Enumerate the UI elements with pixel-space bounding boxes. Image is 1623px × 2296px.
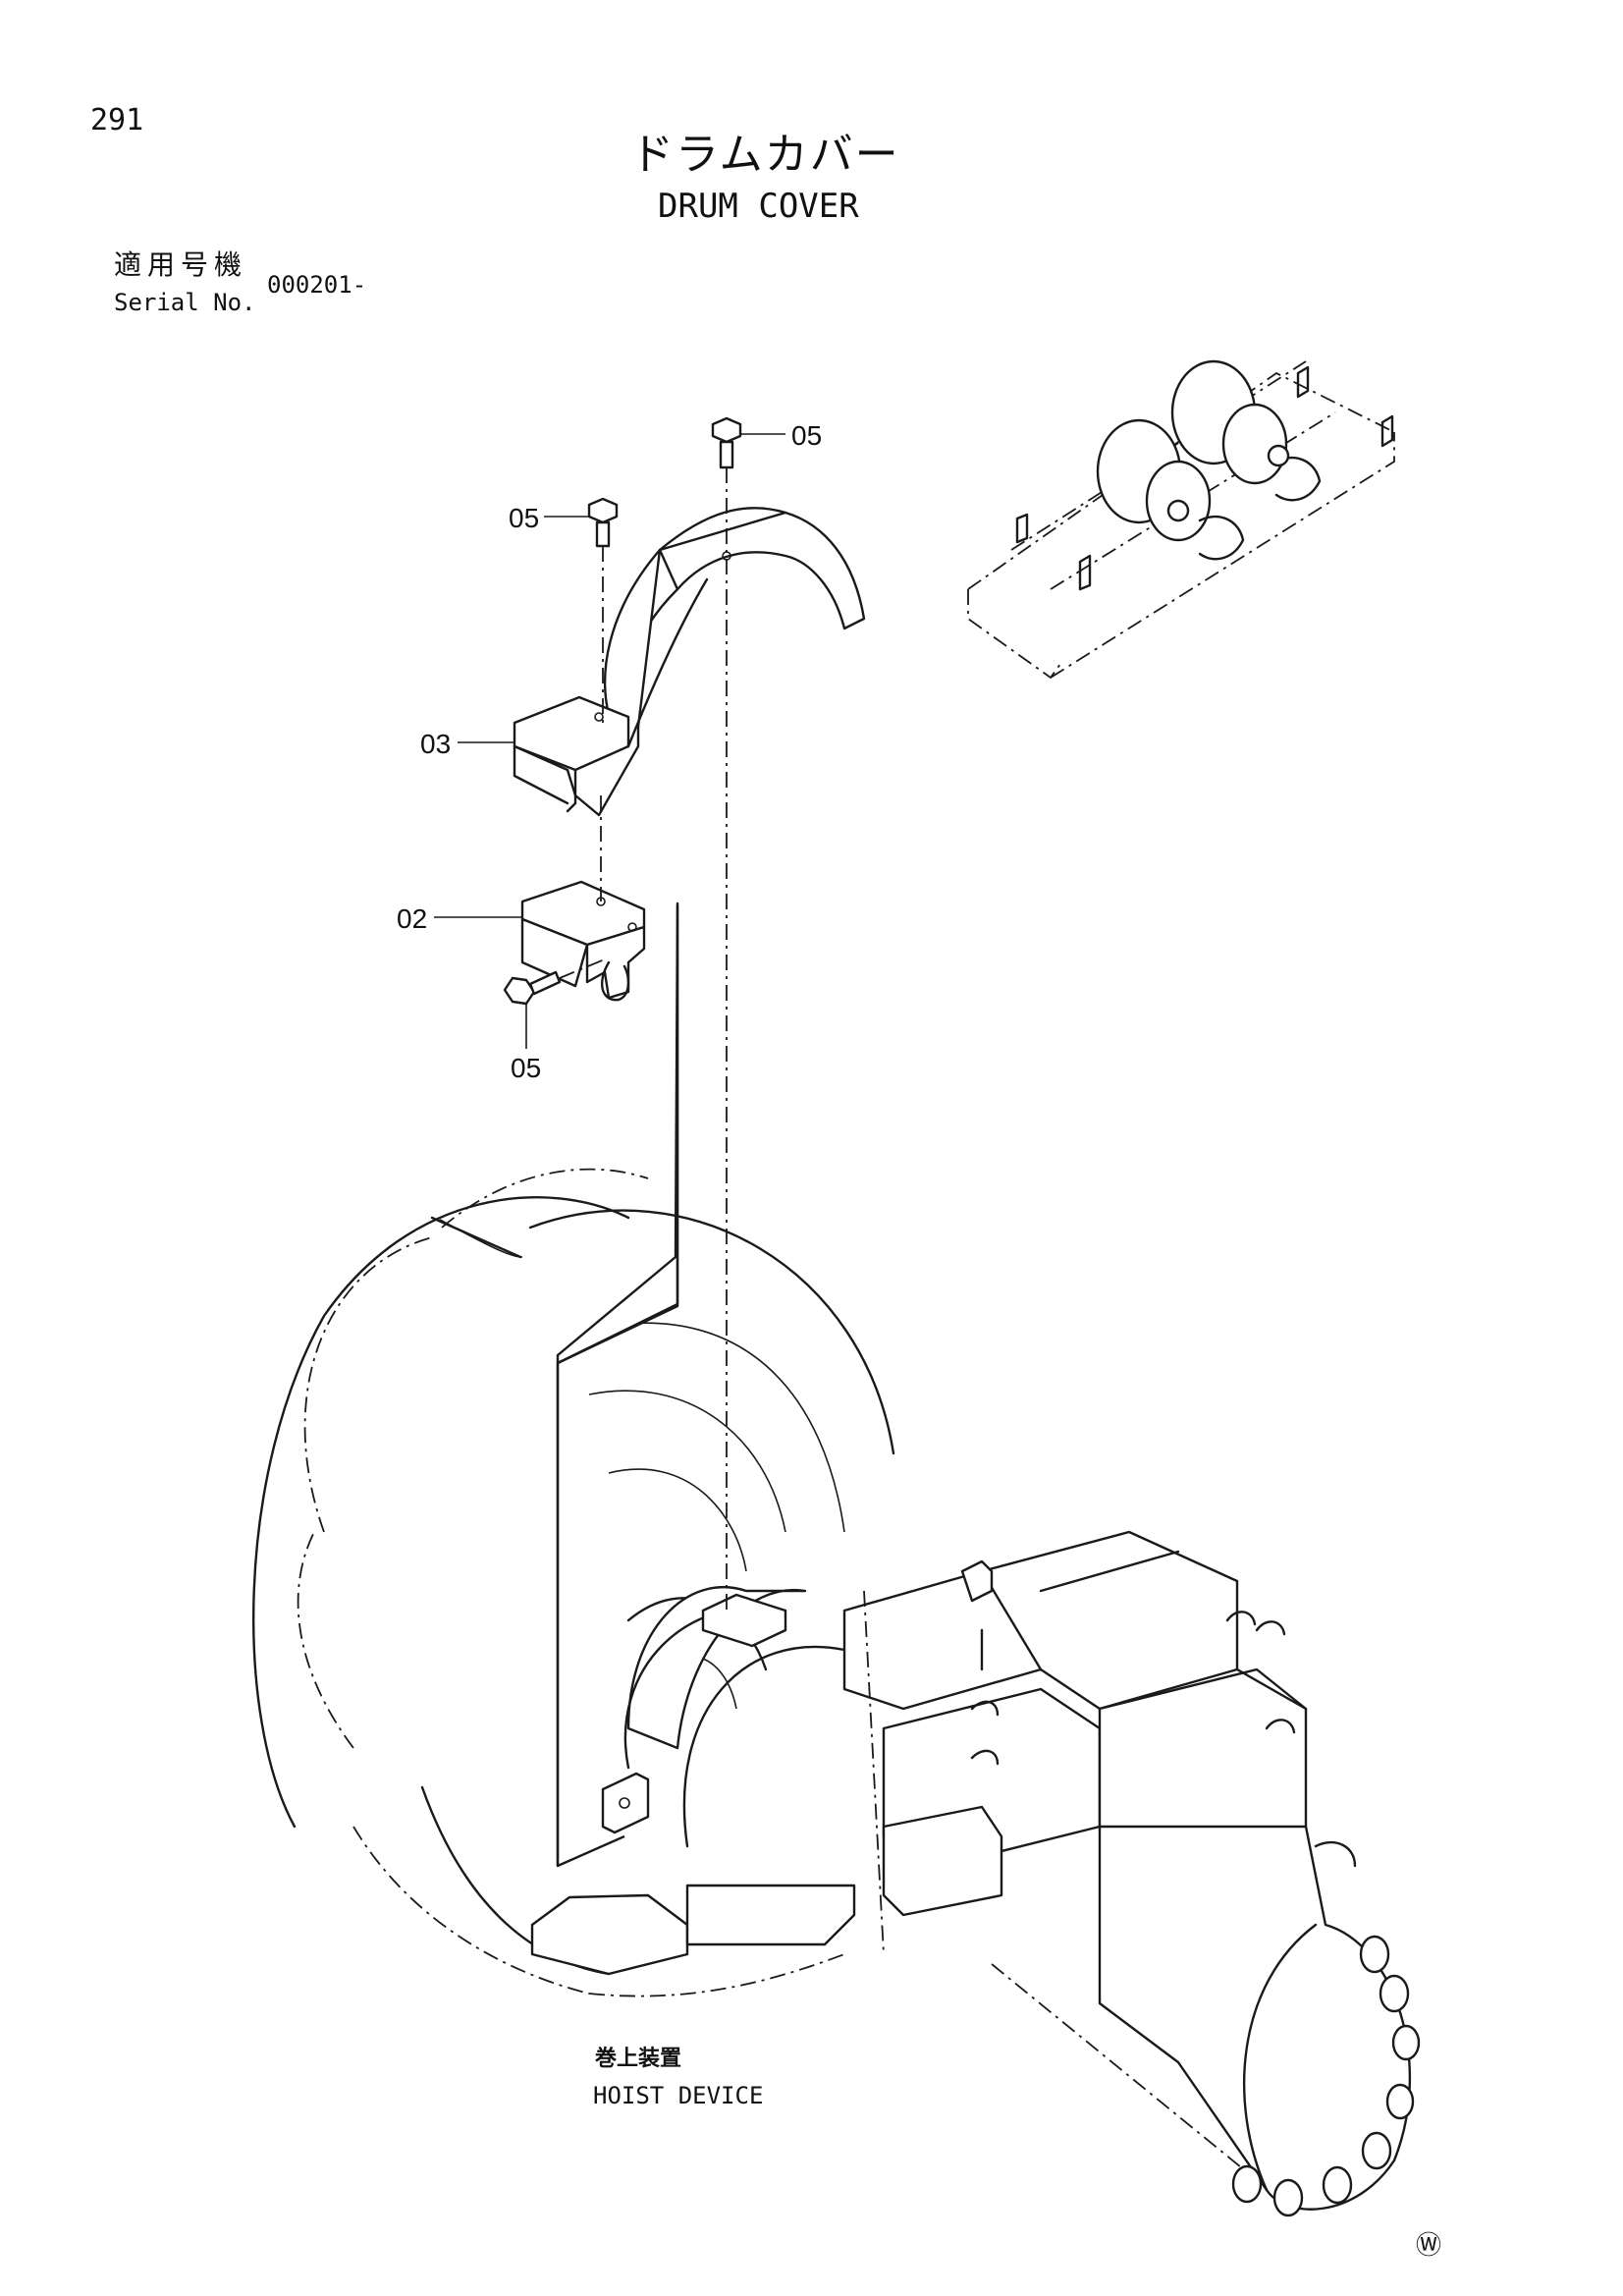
bolt-part-05-bottom xyxy=(503,970,562,1006)
callout-03: 03 xyxy=(420,729,452,759)
location-inset-drums xyxy=(1096,359,1322,561)
page-number: 291 xyxy=(90,103,144,137)
hoist-device-label-english: HOIST DEVICE xyxy=(593,2082,764,2109)
callout-05-left: 05 xyxy=(509,503,540,533)
page-title-english: DRUM COVER xyxy=(658,187,859,226)
serial-number-value: 000201- xyxy=(267,271,367,299)
bolt-part-05-left xyxy=(587,497,619,548)
callout-05-bottom: 05 xyxy=(511,1053,542,1083)
hoist-base-foot xyxy=(530,1893,689,1976)
motor-fittings xyxy=(970,1611,1357,1868)
mount-block-side xyxy=(601,1772,650,1834)
hoist-device-label-japanese: 巻上装置 xyxy=(595,2047,682,2071)
serial-label-english: Serial No. xyxy=(114,289,256,316)
callout-02: 02 xyxy=(397,903,428,934)
serial-label-japanese: 適用号機 xyxy=(114,248,248,281)
mount-block-top xyxy=(701,1593,787,1648)
hoist-motor-body xyxy=(842,1530,1412,2211)
drum-cover-part-03 xyxy=(513,507,866,817)
bolt-part-05-top xyxy=(711,416,742,469)
page-title-japanese: ドラムカバー xyxy=(630,130,900,180)
callout-05-top: 05 xyxy=(791,420,823,451)
bracket-part-02 xyxy=(520,880,646,1002)
callout-leaders xyxy=(434,433,785,1258)
circled-w-mark: Ⓦ xyxy=(1416,2231,1442,2261)
assembly-centerlines xyxy=(559,467,728,1611)
motor-end-bolts xyxy=(1231,1935,1421,2217)
